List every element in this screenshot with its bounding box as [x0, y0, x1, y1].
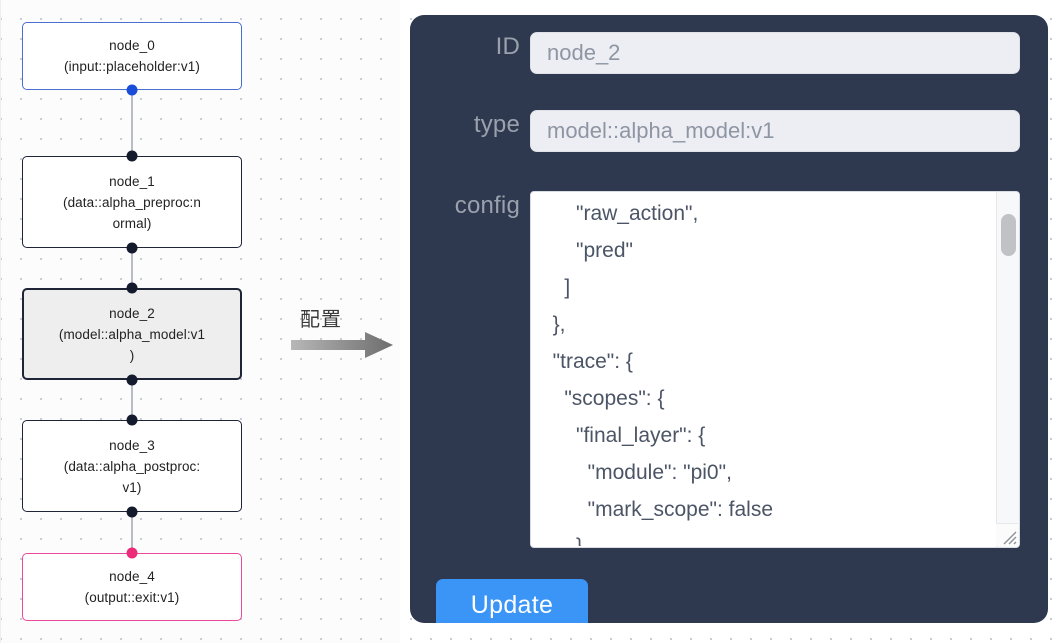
port-node_2-output[interactable]	[126, 374, 138, 386]
field-row-id: ID node_2	[426, 32, 1020, 74]
node-config-panel: ID node_2 type model::alpha_model:v1 con…	[410, 15, 1048, 623]
config-scrollbar[interactable]	[996, 192, 1019, 547]
graph-canvas[interactable]: node_0 (input::placeholder:v1) node_1 (d…	[0, 0, 400, 643]
port-node_0-output[interactable]	[126, 84, 138, 96]
edge-node1-node2	[131, 248, 133, 290]
right-arrow-icon	[291, 332, 393, 358]
graph-node-label: node_0 (input::placeholder:v1)	[64, 38, 200, 74]
field-row-config: config "raw_action", "pred" ] }, "trace"…	[426, 191, 1020, 548]
port-node_1-input[interactable]	[126, 150, 138, 162]
field-row-type: type model::alpha_model:v1	[426, 110, 1020, 152]
graph-node-node_2[interactable]: node_2 (model::alpha_model:v1 )	[22, 288, 242, 380]
type-input[interactable]: model::alpha_model:v1	[530, 110, 1020, 152]
edge-node3-node4	[131, 512, 133, 554]
type-field-label: type	[473, 111, 520, 138]
edge-node0-node1	[131, 90, 133, 158]
update-button[interactable]: Update	[436, 579, 588, 623]
port-node_2-input[interactable]	[126, 282, 138, 294]
config-field-label: config	[454, 192, 520, 219]
config-textarea-value[interactable]: "raw_action", "pred" ] }, "trace": { "sc…	[552, 202, 773, 546]
graph-node-label: node_1 (data::alpha_preproc:n ormal)	[62, 173, 202, 231]
port-node_3-output[interactable]	[126, 506, 138, 518]
graph-node-label: node_3 (data::alpha_postproc: v1)	[63, 437, 201, 495]
port-node_1-output[interactable]	[126, 242, 138, 254]
edge-node2-node3	[131, 380, 133, 422]
config-scrollbar-thumb[interactable]	[1001, 214, 1016, 256]
graph-node-label: node_2 (model::alpha_model:v1 )	[58, 305, 206, 363]
port-node_3-input[interactable]	[126, 414, 138, 426]
graph-node-node_3[interactable]: node_3 (data::alpha_postproc: v1)	[22, 420, 242, 512]
port-node_4-input[interactable]	[126, 547, 138, 559]
resize-grip-icon[interactable]	[996, 523, 1018, 546]
graph-node-node_0[interactable]: node_0 (input::placeholder:v1)	[22, 22, 242, 90]
graph-node-node_4[interactable]: node_4 (output::exit:v1)	[22, 553, 242, 621]
graph-node-node_1[interactable]: node_1 (data::alpha_preproc:n ormal)	[22, 156, 242, 248]
flow-label: 配置	[300, 307, 342, 331]
id-input[interactable]: node_2	[530, 32, 1020, 74]
graph-node-label: node_4 (output::exit:v1)	[84, 569, 180, 605]
id-field-label: ID	[495, 33, 520, 60]
config-textarea[interactable]: "raw_action", "pred" ] }, "trace": { "sc…	[530, 191, 1020, 548]
